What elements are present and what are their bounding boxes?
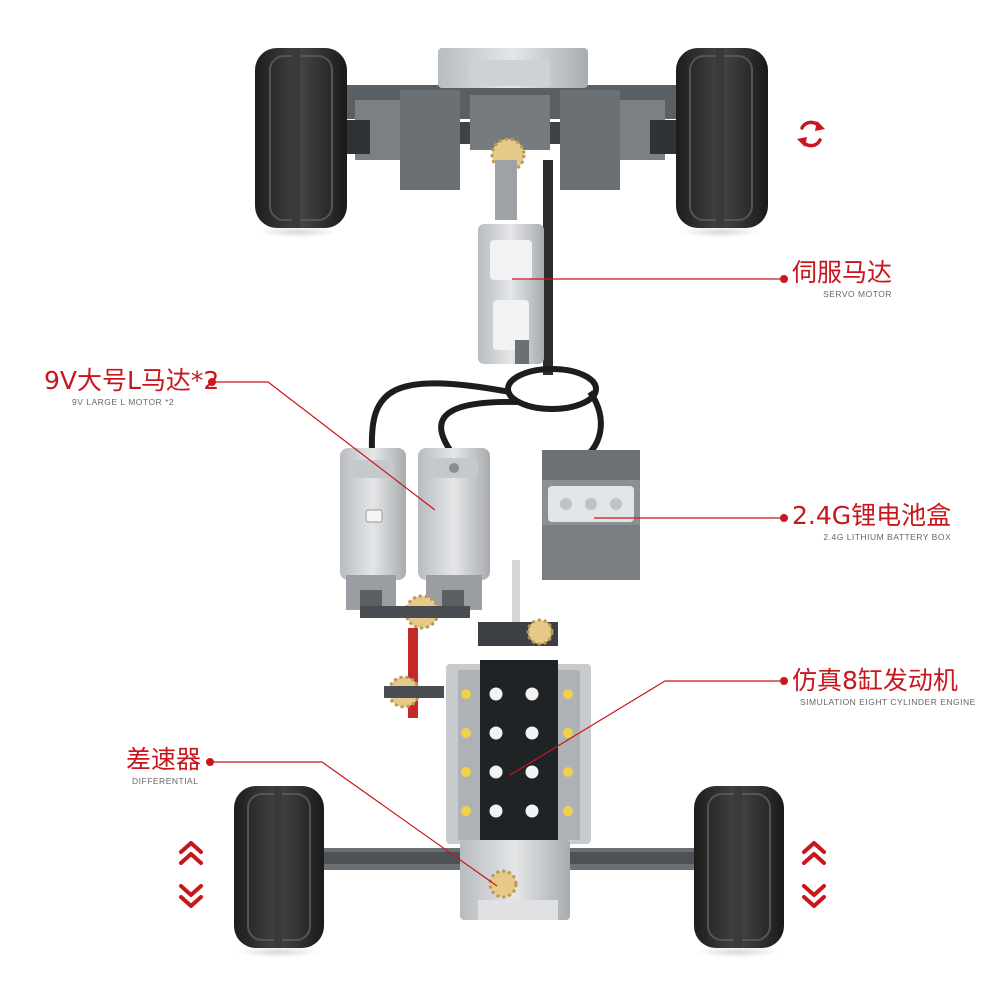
- differential-label: 差速器: [126, 745, 202, 774]
- battery-box-label: 2.4G锂电池盒: [792, 501, 952, 530]
- differential-leader: [210, 761, 498, 887]
- front-left-wheel: [255, 48, 347, 238]
- large-motor-sublabel: 9V LARGE L MOTOR *2: [72, 397, 175, 407]
- motor-leader: [212, 381, 436, 511]
- drivetrain-gears: [360, 560, 520, 718]
- v8-engine: [446, 618, 591, 846]
- front-left-block: [400, 90, 460, 190]
- front-top-bracket-inner: [470, 60, 550, 86]
- large-motor-callout: 9V大号L马达*2 9V LARGE L MOTOR *2: [44, 368, 219, 407]
- differential-callout: 差速器 DIFFERENTIAL: [126, 747, 201, 786]
- rotate-arrows-icon: [797, 120, 825, 148]
- large-motor-left: [340, 448, 406, 618]
- double-chevron-up-icon: [802, 841, 826, 865]
- servo-motor-callout: 伺服马达 SERVO MOTOR: [792, 260, 892, 299]
- engine-leader: [509, 680, 784, 776]
- cable-loop: [368, 366, 604, 463]
- rear-left-wheel: [234, 786, 324, 958]
- rear-differential-gear: [488, 869, 518, 899]
- front-right-wheel: [676, 48, 768, 238]
- servo-motor-label: 伺服马达: [792, 258, 893, 287]
- steering-shaft: [543, 160, 553, 375]
- engine-cylinders-right: [522, 684, 542, 821]
- battery-box-sublabel: 2.4G LITHIUM BATTERY BOX: [823, 532, 952, 542]
- engine-sublabel: SIMULATION EIGHT CYLINDER ENGINE: [800, 697, 976, 707]
- double-chevron-down-icon: [179, 884, 203, 908]
- front-right-hub: [650, 120, 680, 154]
- rear-right-wheel: [694, 786, 784, 958]
- double-chevron-down-icon: [802, 884, 826, 908]
- leader-lines: [206, 275, 788, 887]
- large-motor-label: 9V大号L马达*2: [44, 366, 220, 395]
- front-axle-assembly: [290, 48, 730, 220]
- front-steering-rack: [495, 160, 517, 220]
- double-chevron-up-icon: [179, 841, 203, 865]
- rear-axle-assembly: [290, 840, 730, 920]
- battery-box: [542, 450, 640, 580]
- differential-sublabel: DIFFERENTIAL: [132, 776, 199, 786]
- battery-box-callout: 2.4G锂电池盒 2.4G LITHIUM BATTERY BOX: [792, 503, 951, 542]
- red-axle: [408, 628, 418, 718]
- engine-cylinders-left: [486, 684, 506, 821]
- engine-callout: 仿真8缸发动机 SIMULATION EIGHT CYLINDER ENGINE: [792, 668, 976, 707]
- front-right-block: [560, 90, 620, 190]
- engine-label: 仿真8缸发动机: [792, 666, 958, 695]
- large-motor-right: [418, 448, 490, 618]
- servo-motor: [478, 160, 553, 375]
- servo-motor-sublabel: SERVO MOTOR: [823, 289, 893, 299]
- engine-pistons: [461, 689, 573, 816]
